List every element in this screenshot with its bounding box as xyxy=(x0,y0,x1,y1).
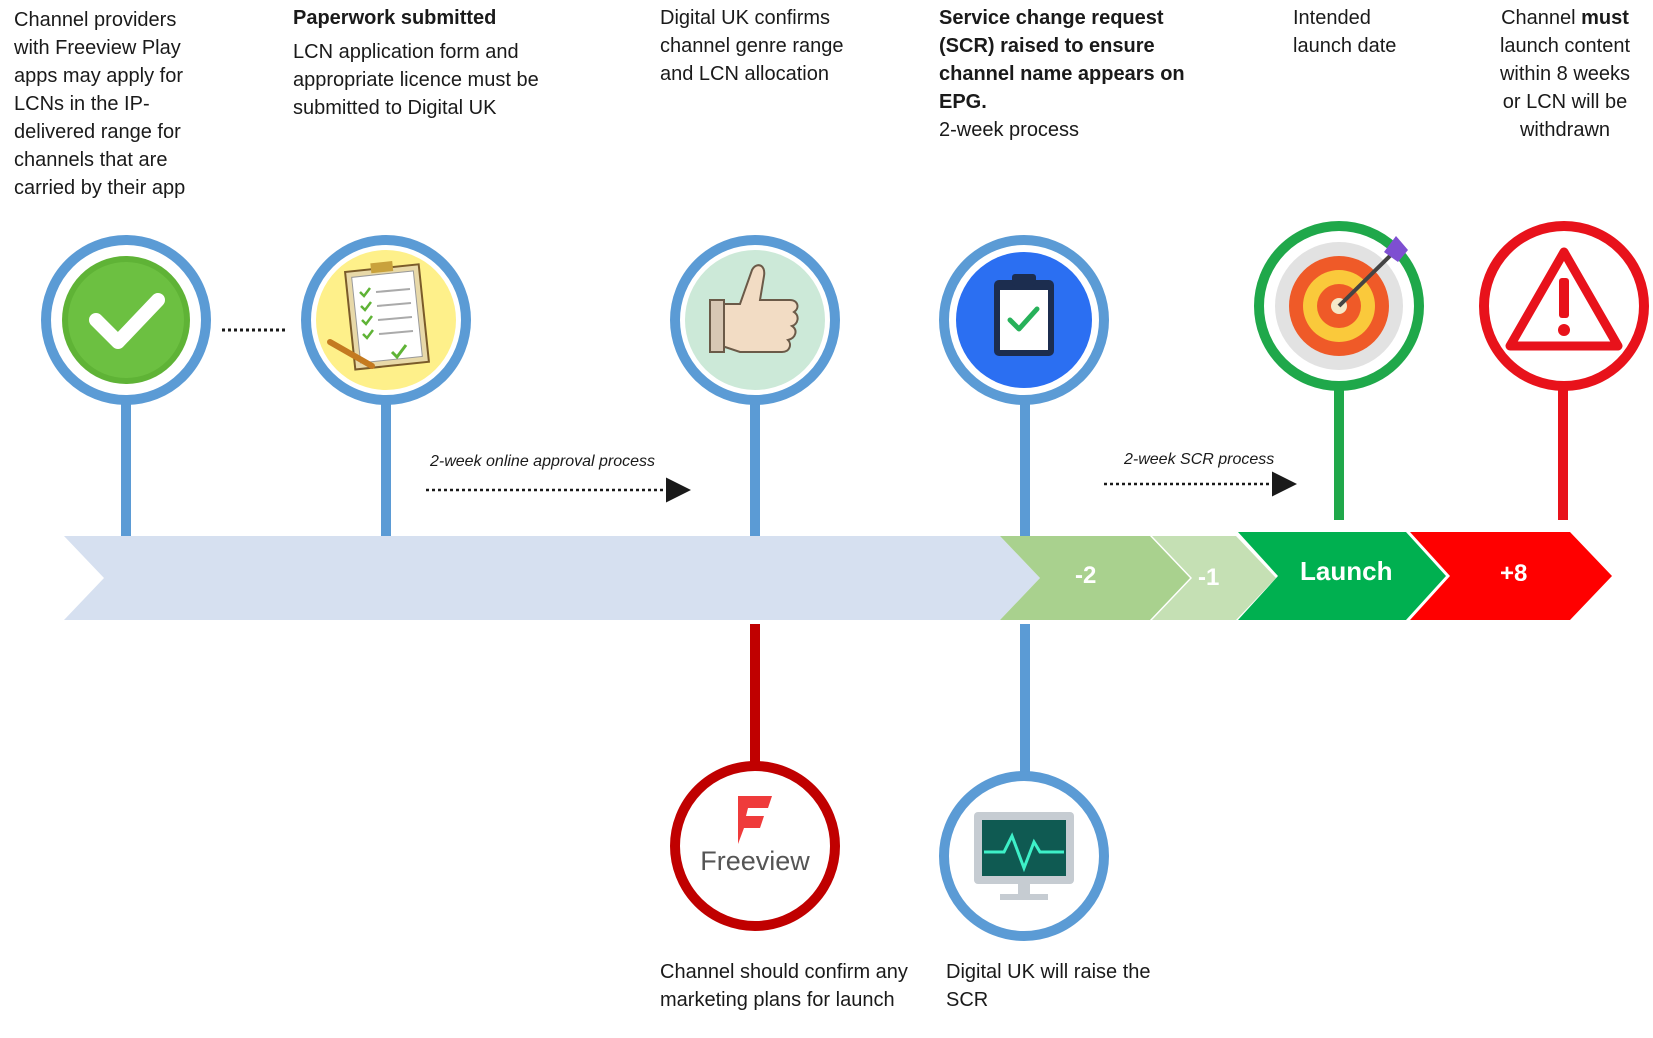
stem-4 xyxy=(1020,404,1030,536)
warning-icon xyxy=(1479,221,1649,391)
step6-pre: Channel xyxy=(1501,7,1576,29)
bottom1-text: Channel should confirm any marketing pla… xyxy=(660,961,908,1011)
step2-text: LCN application form and appropriate lic… xyxy=(293,41,539,119)
monitor-pulse-icon xyxy=(939,771,1109,941)
step1-text: Channel providers with Freeview Play app… xyxy=(14,9,186,199)
step-minus1-label: -1 xyxy=(1198,564,1220,591)
step6-text: Channel must launch content within 8 wee… xyxy=(1490,4,1640,144)
scr-process-label: 2-week SCR process xyxy=(1124,451,1275,468)
stem-bottom-1 xyxy=(750,624,760,762)
step-minus2-chevron xyxy=(1000,536,1190,620)
step2-block: Paperwork submitted LCN application form… xyxy=(293,4,583,122)
stem-3 xyxy=(750,404,760,536)
stem-6 xyxy=(1558,390,1568,520)
stem-bottom-2 xyxy=(1020,624,1030,774)
freeview-logo-text: Freeview xyxy=(700,846,810,876)
step5-title: Intended launch date xyxy=(1293,7,1397,57)
bottom2-text: Digital UK will raise the SCR xyxy=(946,961,1151,1011)
step-launch-label: Launch xyxy=(1300,556,1393,586)
freeview-logo xyxy=(670,761,840,931)
step6-must: must xyxy=(1581,7,1629,29)
clipboard-registration-icon xyxy=(301,235,471,405)
step-plus8-chevron xyxy=(1410,532,1612,620)
step3-text: Digital UK confirms channel genre range … xyxy=(660,7,844,85)
step2-title: Paperwork submitted xyxy=(293,7,497,29)
check-icon xyxy=(41,235,211,405)
online-process-label: 2-week online approval process xyxy=(430,453,656,470)
target-icon xyxy=(1254,221,1424,391)
clipboard-check-icon xyxy=(939,235,1109,405)
step-launch-chevron xyxy=(1238,532,1446,620)
step-minus2-label: -2 xyxy=(1075,562,1097,589)
step4-text: 2-week process xyxy=(939,119,1080,141)
main-timeline-arrow xyxy=(64,536,1040,620)
step-plus8-label: +8 xyxy=(1500,560,1528,587)
step4-title: Service change request (SCR) raised to e… xyxy=(939,7,1185,113)
stem-1 xyxy=(121,404,131,536)
step6-post: launch content within 8 weeks or LCN wil… xyxy=(1499,35,1631,141)
step4-block: Service change request (SCR) raised to e… xyxy=(939,4,1189,144)
step-minus1-chevron xyxy=(1152,536,1276,620)
thumbs-up-icon xyxy=(670,235,840,405)
stem-5 xyxy=(1334,390,1344,520)
stem-2 xyxy=(381,404,391,536)
